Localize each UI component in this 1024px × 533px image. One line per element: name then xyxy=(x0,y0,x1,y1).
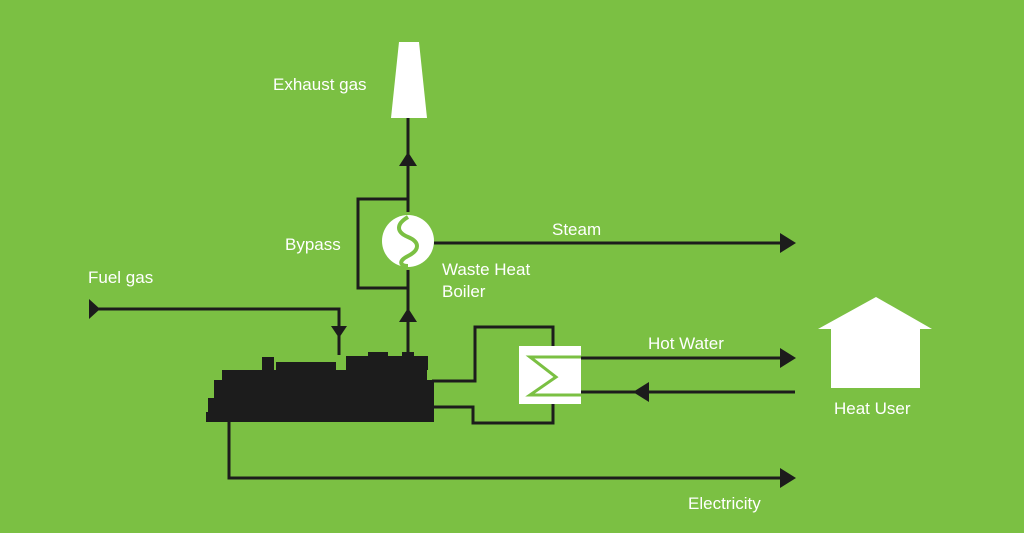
fuel-gas-label: Fuel gas xyxy=(88,268,154,287)
jacket-water-out-line xyxy=(432,325,555,383)
waste-heat-boiler-icon xyxy=(382,215,434,267)
boiler-coil xyxy=(397,215,419,268)
exchanger-coil xyxy=(525,355,581,397)
waste-heat-boiler-label-line2: Boiler xyxy=(442,282,486,301)
electricity-label: Electricity xyxy=(688,494,761,513)
chimney-icon xyxy=(391,42,427,118)
hot-water-return-arrow xyxy=(633,382,649,402)
fuel-gas-line xyxy=(92,307,341,330)
exhaust-gas-label: Exhaust gas xyxy=(273,75,367,94)
hot-water-supply-arrow xyxy=(780,348,796,368)
waste-heat-boiler-label-line1: Waste Heat xyxy=(442,260,531,279)
hot-water-label: Hot Water xyxy=(648,334,724,353)
exhaust-flow-arrow-upper xyxy=(399,152,417,166)
steam-arrow xyxy=(780,233,796,253)
steam-label: Steam xyxy=(552,220,602,239)
exhaust-flow-arrow-lower xyxy=(399,308,417,322)
jacket-water-return-line xyxy=(432,404,555,425)
bypass-label: Bypass xyxy=(285,235,341,254)
bypass-loop xyxy=(356,197,408,290)
electricity-arrow xyxy=(780,468,796,488)
house-icon xyxy=(818,297,932,388)
gas-engine-icon xyxy=(206,352,434,422)
heat-user-label: Heat User xyxy=(834,399,911,418)
fuel-gas-valve xyxy=(331,326,347,338)
electricity-line xyxy=(227,422,782,480)
